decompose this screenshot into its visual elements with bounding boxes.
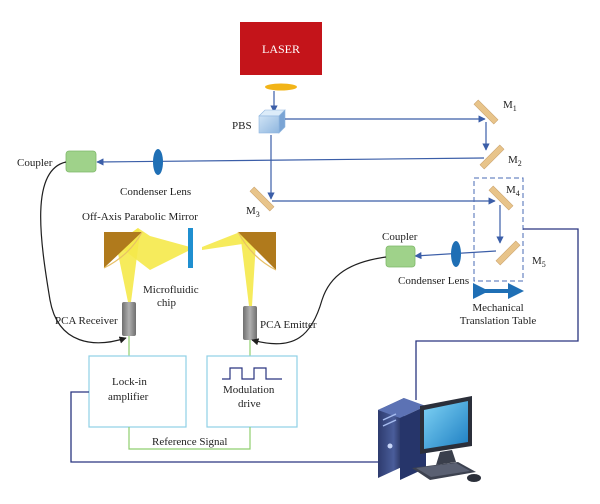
coupler-right-label: Coupler — [382, 231, 418, 243]
parabolic-mirror-left — [104, 232, 142, 268]
mirror-m4 — [488, 185, 514, 211]
mirror-m1-label: M1 — [503, 99, 517, 113]
laser-output-lens — [265, 83, 297, 91]
modulation-drive-box — [206, 355, 298, 428]
mirror-m1 — [473, 99, 499, 125]
condenser-lens-left — [153, 149, 163, 175]
wire-lockin-to-computer — [70, 391, 378, 463]
mirror-m4-label: M4 — [506, 184, 520, 198]
coupler-left — [65, 150, 97, 173]
parabolic-mirror-right-edge — [237, 231, 277, 271]
mirror-m3-label: M3 — [246, 205, 260, 219]
parabolic-mirror-right — [238, 232, 276, 270]
wire-translation-to-computer — [415, 228, 579, 400]
square-wave-icon — [222, 367, 282, 380]
computer-icon — [378, 396, 481, 482]
condenser-lens-left-label: Condenser Lens — [120, 186, 191, 198]
coupler-left-label: Coupler — [17, 157, 53, 169]
microfluidic-label-1: Microfluidic — [143, 284, 199, 296]
microfluidic-label-2: chip — [157, 297, 176, 309]
microfluidic-chip — [188, 228, 193, 268]
pca-emitter — [243, 306, 257, 340]
fiber-coupler-left-to-receiver — [40, 161, 127, 344]
mirror-m2 — [479, 144, 505, 170]
reference-signal-line — [128, 427, 251, 450]
mirror-m5 — [495, 240, 521, 266]
mirror-m5-label: M5 — [532, 255, 546, 269]
lockin-label-1: Lock-in — [112, 376, 147, 388]
translation-table-label-1: Mechanical — [472, 302, 523, 314]
coupler-right — [385, 245, 416, 268]
mirror-m2-label: M2 — [508, 154, 522, 168]
pbs-cube — [258, 109, 286, 134]
lockin-label-2: amplifier — [108, 391, 149, 403]
modulation-label-1: Modulation — [223, 384, 275, 396]
parabolic-mirror-left-edge — [103, 231, 143, 269]
fiber-coupler-right-to-emitter — [251, 256, 387, 346]
modulation-label-2: drive — [238, 398, 261, 410]
reference-signal-label: Reference Signal — [152, 436, 227, 448]
condenser-lens-right-label: Condenser Lens — [398, 275, 469, 287]
translation-table-label-2: Translation Table — [460, 315, 537, 327]
pca-receiver — [122, 302, 136, 336]
laser-source — [240, 22, 322, 75]
pca-receiver-label: PCA Receiver — [55, 315, 118, 327]
laser-label: LASER — [262, 42, 300, 56]
pbs-label: PBS — [232, 120, 252, 132]
mirror-m3 — [249, 186, 275, 212]
pca-emitter-label: PCA Emitter — [260, 319, 317, 331]
thz-beam-right-down — [240, 232, 256, 306]
condenser-lens-right — [451, 241, 461, 267]
parabolic-mirror-label: Off-Axis Parabolic Mirror — [82, 211, 198, 223]
